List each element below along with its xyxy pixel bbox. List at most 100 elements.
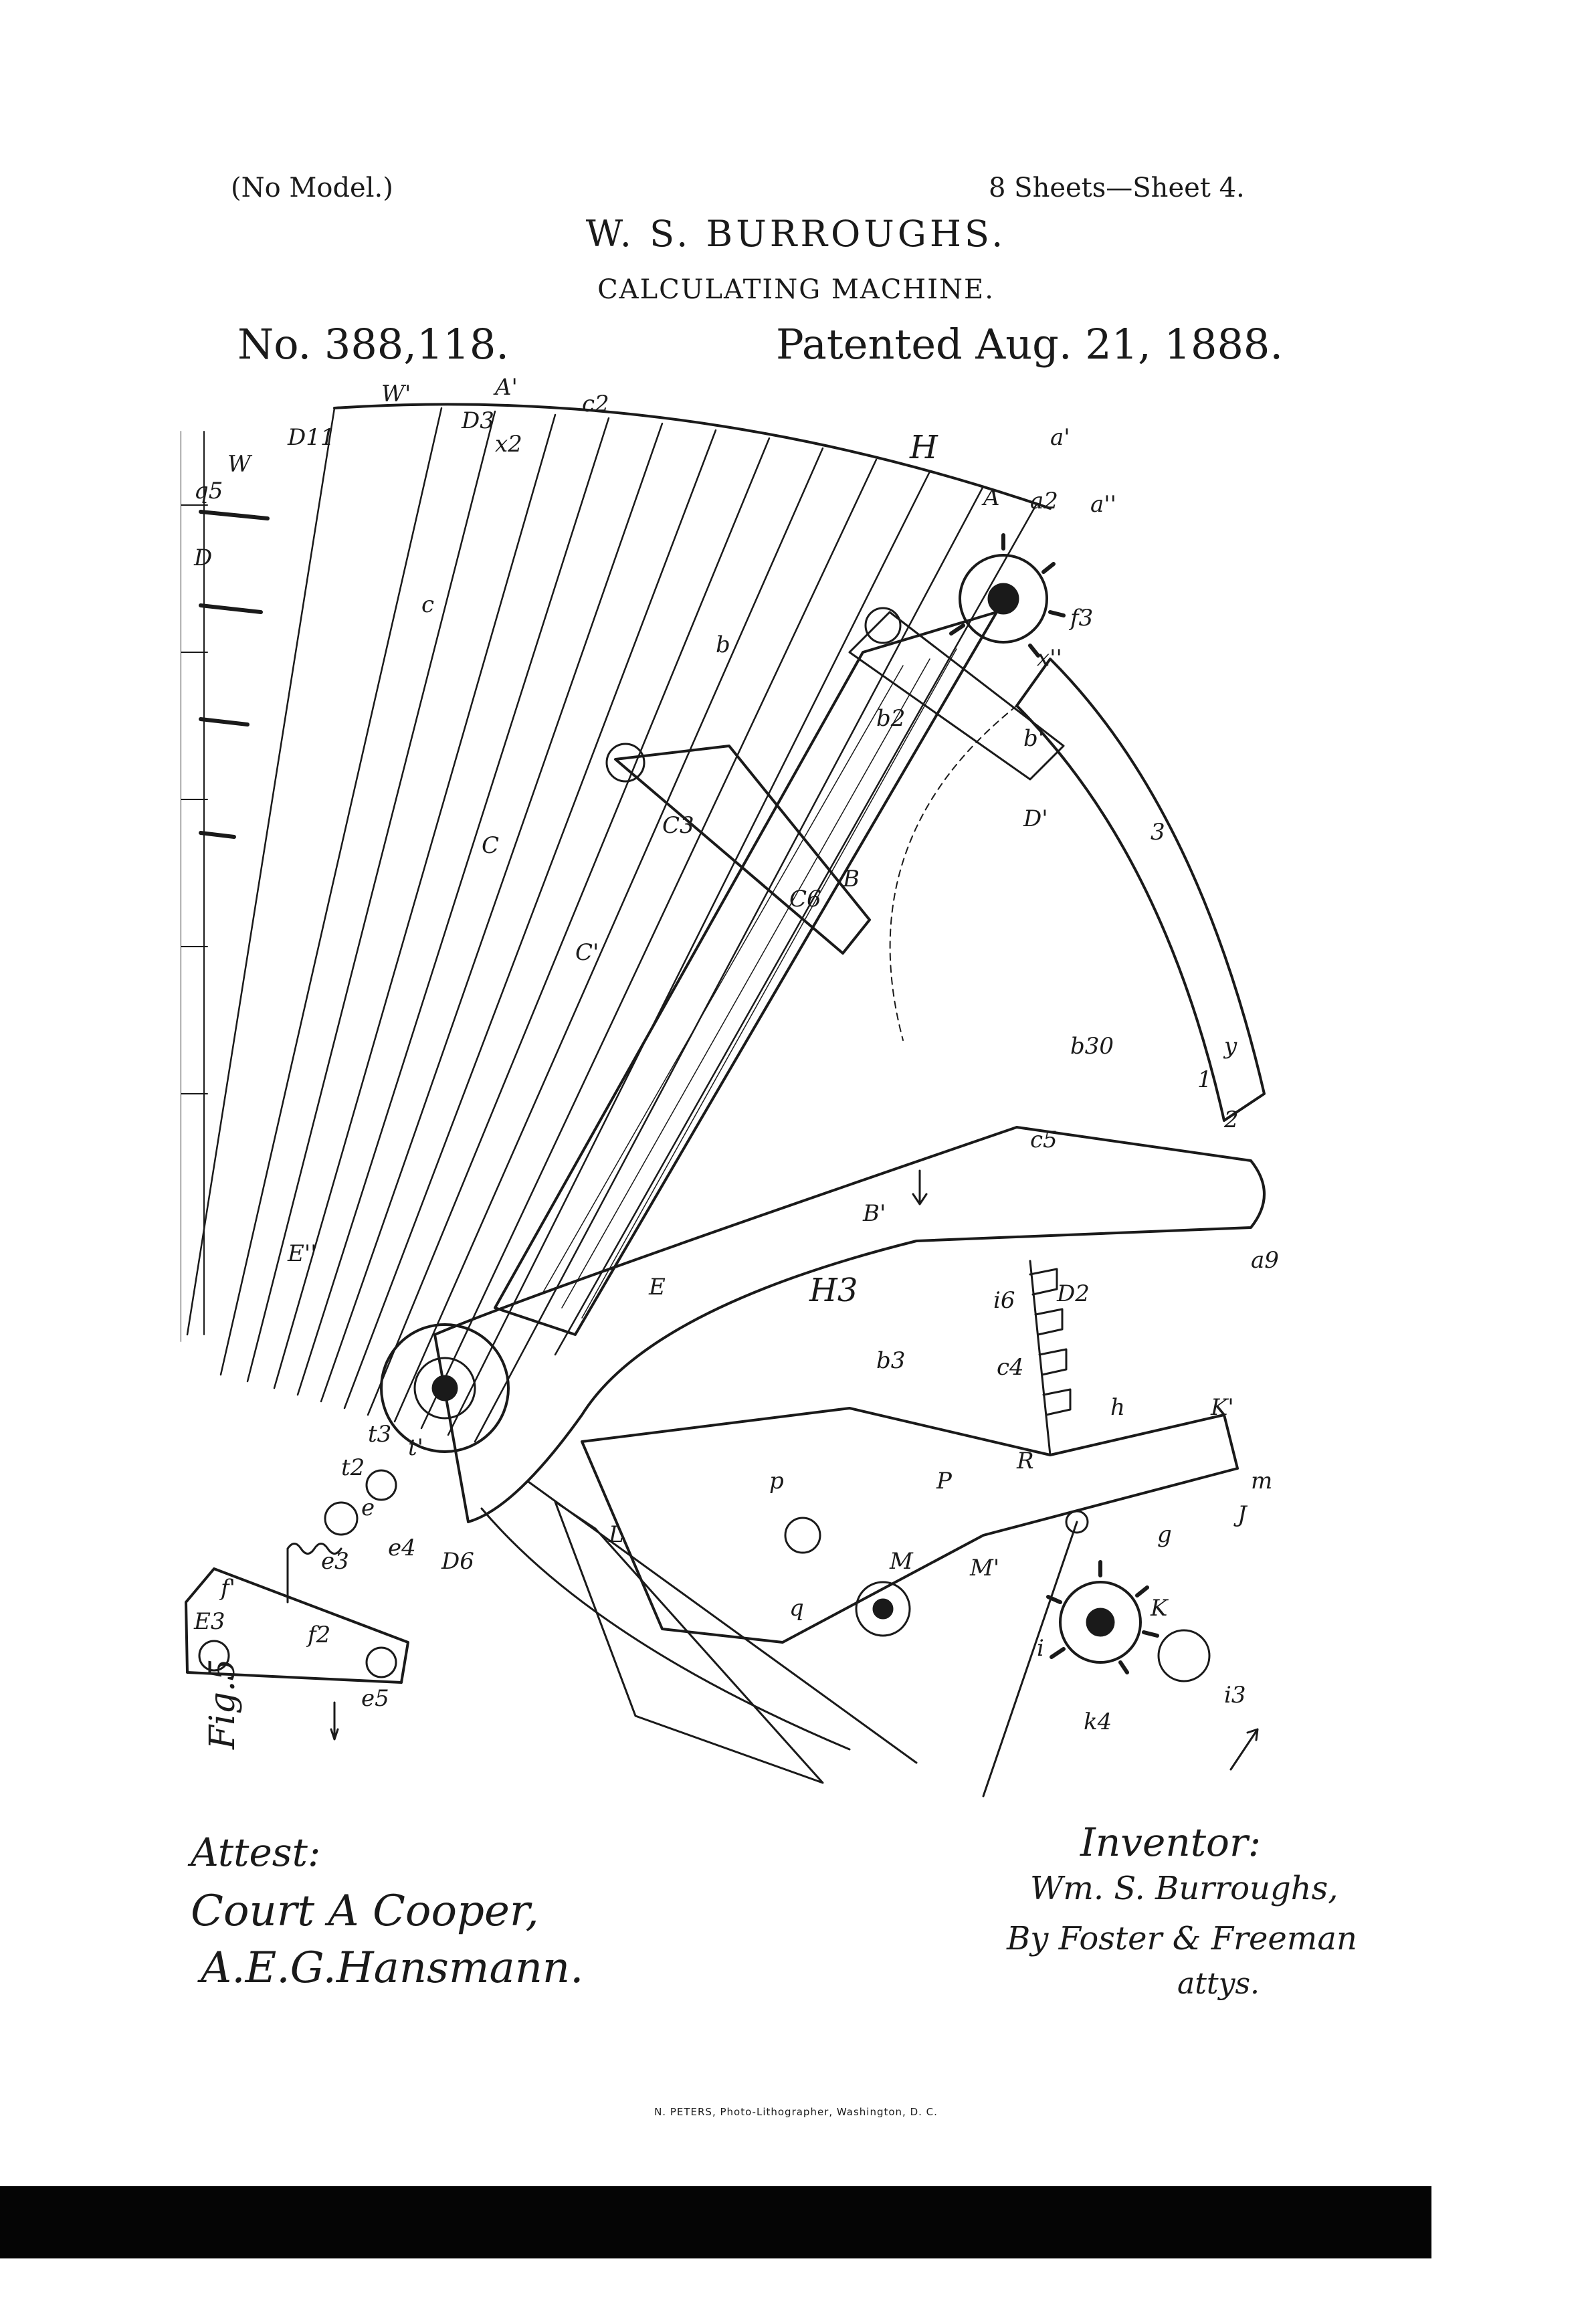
inventor-name: W. S. BURROUGHS. xyxy=(585,213,1007,255)
label-y: y xyxy=(1223,1033,1237,1060)
witness-signature-2: A.E.G.Hansmann. xyxy=(201,1943,584,1993)
label-l: L xyxy=(608,1521,624,1548)
label-c1: C' xyxy=(575,939,599,966)
patent-drawing: W q5 D11 W' A' D3 c2 c x2 H a' a2 A a'' … xyxy=(181,374,1279,1798)
label-b2: b2 xyxy=(876,705,905,732)
label-p: P xyxy=(936,1468,953,1494)
patent-number: No. 388,118. xyxy=(237,320,509,369)
label-t1: t' xyxy=(408,1434,423,1461)
label-t2: t2 xyxy=(341,1454,365,1481)
label-i: i xyxy=(1037,1635,1044,1662)
attorney-signature: By Foster & Freeman xyxy=(1007,1920,1357,1957)
label-b: b xyxy=(716,632,730,658)
label-m1: M' xyxy=(969,1555,999,1581)
label-x2: x2 xyxy=(495,431,522,458)
label-t3: t3 xyxy=(368,1421,391,1448)
label-q: q xyxy=(789,1595,804,1622)
key-levers xyxy=(186,407,1038,1443)
label-c4: c4 xyxy=(997,1354,1024,1381)
inventor-signature: Wm. S. Burroughs, xyxy=(1030,1870,1338,1907)
label-a: A xyxy=(981,484,1000,511)
label-c: c xyxy=(421,591,434,618)
lithographer-credit: N. PETERS, Photo-Lithographer, Washingto… xyxy=(654,2106,938,2118)
label-k1: K' xyxy=(1210,1394,1234,1421)
label-p-small: p xyxy=(769,1468,784,1494)
figure-number: Fig.5 xyxy=(203,1658,243,1750)
label-k: K xyxy=(1150,1595,1169,1622)
label-r: R xyxy=(1016,1448,1034,1474)
label-h3: H3 xyxy=(809,1272,858,1309)
label-d3: D3 xyxy=(461,407,494,434)
label-b1: b' xyxy=(1023,725,1044,752)
label-i3: i3 xyxy=(1224,1682,1246,1709)
label-w: W xyxy=(227,451,253,478)
inventor-heading: Inventor: xyxy=(1080,1820,1262,1865)
label-a2: a2 xyxy=(1030,488,1058,514)
label-e: E xyxy=(648,1274,666,1300)
label-c5: c5 xyxy=(1030,1127,1058,1153)
label-e3: e3 xyxy=(321,1548,349,1575)
label-g: g xyxy=(1157,1521,1172,1548)
label-b3: b3 xyxy=(876,1347,905,1374)
label-d6: D6 xyxy=(441,1548,474,1575)
label-d2: D2 xyxy=(1056,1280,1090,1307)
lower-left-bracket xyxy=(185,1567,409,1684)
sector-arc xyxy=(1015,658,1266,1122)
label-a1-top: A' xyxy=(493,374,518,401)
label-c3: C3 xyxy=(662,812,694,839)
attest-heading: Attest: xyxy=(191,1830,321,1875)
label-d11: D11 xyxy=(287,424,335,451)
left-column xyxy=(181,431,208,1342)
sheet-count: 8 Sheets—Sheet 4. xyxy=(989,173,1245,203)
link-l xyxy=(581,1407,1239,1644)
label-m-small: m xyxy=(1251,1468,1272,1494)
label-k4: k4 xyxy=(1084,1709,1112,1735)
label-j: J xyxy=(1233,1501,1248,1528)
scan-edge-bar xyxy=(0,2186,1431,2258)
label-c-upper: C xyxy=(482,832,499,859)
label-e-small: e xyxy=(361,1494,375,1521)
main-frame-bar xyxy=(494,611,998,1336)
lever-c3 xyxy=(614,745,871,955)
pivot-c xyxy=(380,1323,510,1453)
label-f2: f2 xyxy=(306,1622,330,1648)
witness-signature-1: Court A Cooper, xyxy=(191,1886,539,1936)
label-1: 1 xyxy=(1197,1066,1212,1093)
label-a1: a' xyxy=(1050,424,1070,451)
label-q5: q5 xyxy=(194,478,223,504)
lever-head-arc xyxy=(333,403,1052,510)
label-c2: c2 xyxy=(582,391,609,417)
label-e3-upper: E3 xyxy=(193,1608,225,1635)
label-b-upper: B xyxy=(842,866,860,892)
upper-gear xyxy=(949,533,1066,658)
figure-reference-labels: W q5 D11 W' A' D3 c2 c x2 H a' a2 A a'' … xyxy=(193,374,1279,1750)
label-i6: i6 xyxy=(993,1287,1015,1314)
label-m: M xyxy=(889,1548,914,1575)
toothed-rack xyxy=(1029,1260,1072,1456)
patent-date: Patented Aug. 21, 1888. xyxy=(776,320,1284,369)
label-e5: e5 xyxy=(361,1685,389,1712)
label-h: H xyxy=(909,429,938,466)
label-e11: E'' xyxy=(287,1240,317,1267)
invention-title: CALCULATING MACHINE. xyxy=(597,274,995,305)
key-stems xyxy=(199,510,270,839)
label-a11: a'' xyxy=(1090,491,1116,518)
label-b30: b30 xyxy=(1070,1033,1114,1060)
label-w1: W' xyxy=(381,381,411,407)
no-model-note: (No Model.) xyxy=(231,173,393,203)
lower-gear xyxy=(1046,1560,1211,1682)
label-d1: D' xyxy=(1023,805,1048,832)
label-c6: C6 xyxy=(789,886,821,912)
label-f3: f3 xyxy=(1068,605,1093,632)
label-f1: f' xyxy=(219,1575,235,1602)
attorney-abbreviation: attys. xyxy=(1177,1967,1260,2001)
label-d: D xyxy=(193,545,212,571)
arm-e xyxy=(433,1126,1266,1523)
label-x11: x'' xyxy=(1037,645,1062,672)
label-a9: a9 xyxy=(1251,1247,1279,1274)
label-h-lower: h xyxy=(1110,1394,1125,1421)
label-2: 2 xyxy=(1223,1106,1239,1133)
label-e4: e4 xyxy=(388,1535,416,1561)
label-b1-upper: B' xyxy=(862,1200,886,1227)
label-3: 3 xyxy=(1151,819,1165,846)
